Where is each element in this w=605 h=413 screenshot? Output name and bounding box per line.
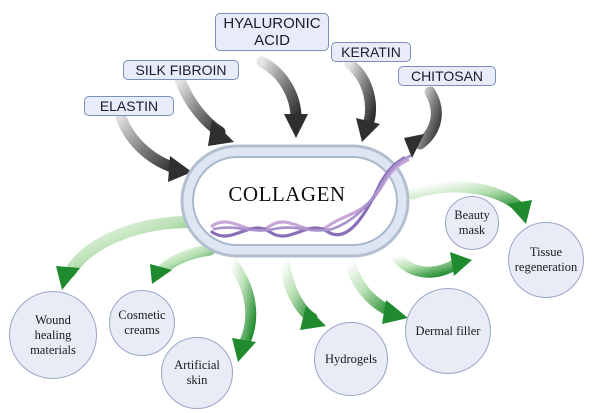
output-arrows — [56, 181, 532, 362]
arrowhead-chitosan — [404, 134, 424, 158]
arrowhead-beauty-mask — [450, 252, 472, 276]
arrow-wound-healing — [64, 216, 196, 278]
arrow-artificial-skin — [226, 256, 257, 350]
arrowhead-hydrogels — [300, 306, 326, 330]
arrowhead-wound-healing — [56, 266, 80, 290]
source-keratin: KERATIN — [331, 42, 411, 62]
arrow-tissue-regeneration — [406, 181, 526, 214]
arrowhead-artificial-skin — [232, 338, 256, 362]
application-wound-healing-materials: Wound healing materials — [9, 291, 97, 379]
collagen-helix — [210, 154, 412, 238]
arrowhead-dermal-filler — [382, 300, 408, 324]
arrowhead-silk-fibroin — [208, 120, 234, 146]
arrowhead-tissue-regeneration — [508, 200, 532, 224]
arrow-chitosan — [414, 86, 442, 150]
arrow-beauty-mask — [390, 250, 462, 278]
arrowhead-hyaluronic-acid — [284, 114, 308, 138]
source-hyaluronic-acid: HYALURONIC ACID — [215, 13, 329, 51]
input-arrows — [114, 56, 442, 182]
arrow-keratin — [344, 58, 376, 130]
arrowhead-cosmetic-creams — [150, 264, 172, 284]
source-silk-fibroin: SILK FIBROIN — [123, 60, 239, 80]
arrow-cosmetic-creams — [156, 244, 216, 276]
application-tissue-regeneration: Tissue regeneration — [508, 222, 584, 298]
arrow-elastin — [114, 108, 181, 174]
application-hydrogels: Hydrogels — [314, 322, 388, 396]
arrowhead-keratin — [356, 118, 380, 142]
application-artificial-skin: Artificial skin — [161, 337, 233, 409]
arrow-hyaluronic-acid — [256, 56, 302, 124]
collagen-label: COLLAGEN — [228, 182, 346, 206]
source-elastin: ELASTIN — [84, 96, 174, 116]
application-beauty-mask: Beauty mask — [445, 196, 499, 250]
arrowhead-elastin — [168, 156, 192, 182]
application-dermal-filler: Dermal filler — [405, 288, 491, 374]
source-chitosan: CHITOSAN — [398, 66, 496, 86]
application-cosmetic-creams: Cosmetic creams — [109, 290, 175, 356]
